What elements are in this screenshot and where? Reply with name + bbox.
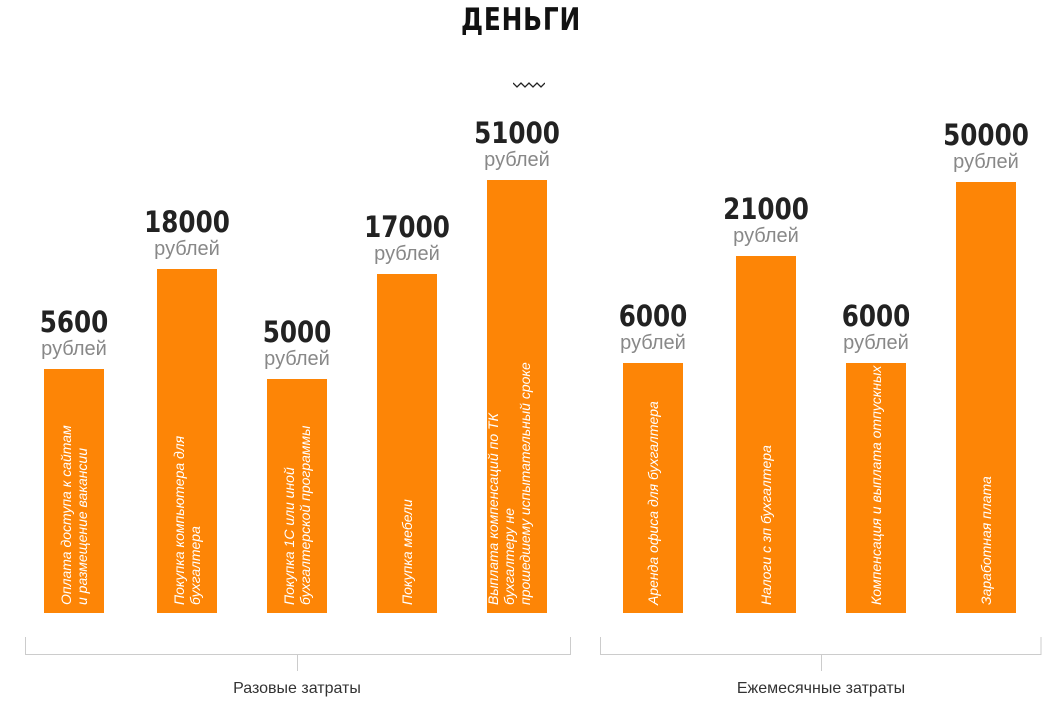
group-label-one-time: Разовые затраты (233, 680, 361, 697)
bar-unit-label: рублей (374, 243, 440, 266)
bar: Налоги с зп бухгалтера (736, 256, 796, 613)
bar-category-label: Покупка 1С или иной бухгалтерской програ… (281, 425, 313, 605)
bar-value-label: 6000 (841, 299, 911, 334)
bar: Заработная плата (956, 182, 1016, 613)
bar-unit-label: рублей (733, 225, 799, 248)
chart-title: ДЕНЬГИ (460, 2, 582, 38)
bar-unit-label: рублей (620, 332, 686, 355)
bar-category-label: Оплата доступа к сайтам и размещение вак… (58, 425, 90, 605)
bar-category-label: Покупка компьютера для бухгалтера (171, 435, 203, 605)
bar-value-label: 21000 (723, 192, 809, 227)
bar-value-label: 17000 (364, 210, 450, 245)
bar: Покупка мебели (377, 274, 437, 613)
bar-value-label: 51000 (474, 116, 560, 151)
bar-category-label: Покупка мебели (399, 499, 415, 605)
bar-unit-label: рублей (154, 238, 220, 261)
bar-unit-label: рублей (41, 338, 107, 361)
bar-category-label: Заработная плата (978, 476, 994, 605)
bar-value-label: 5000 (262, 315, 332, 349)
bar-category-label: Налоги с зп бухгалтера (758, 445, 774, 605)
bar: Покупка компьютера для бухгалтера (157, 269, 217, 613)
bar: Аренда офиса для бухгалтера (623, 363, 683, 613)
bar-unit-label: рублей (264, 348, 330, 370)
bar-value-label: 18000 (144, 205, 230, 240)
group-label-monthly: Ежемесячные затраты (736, 680, 906, 697)
bar: Компенсация и выплата отпускных (846, 363, 906, 613)
bar-category-label: Компенсация и выплата отпускных (868, 365, 884, 605)
bar-value-label: 6000 (618, 299, 688, 334)
bar-category-label: Аренда офиса для бухгалтера (645, 401, 661, 605)
bar-value-label: 5600 (39, 305, 109, 340)
wave-divider-icon (513, 82, 545, 88)
bar: Выплата компенсаций по ТК бухгалтеру не … (485, 180, 547, 613)
bar: Оплата доступа к сайтам и размещение вак… (44, 369, 104, 613)
bar-value-label: 50000 (943, 118, 1029, 152)
bar-unit-label: рублей (843, 332, 909, 355)
bar: Покупка 1С или иной бухгалтерской програ… (267, 379, 327, 613)
bar-category-label: Выплата компенсаций по ТК бухгалтеру не … (485, 362, 533, 605)
bar-unit-label: рублей (953, 151, 1019, 173)
bar-unit-label: рублей (484, 149, 550, 172)
